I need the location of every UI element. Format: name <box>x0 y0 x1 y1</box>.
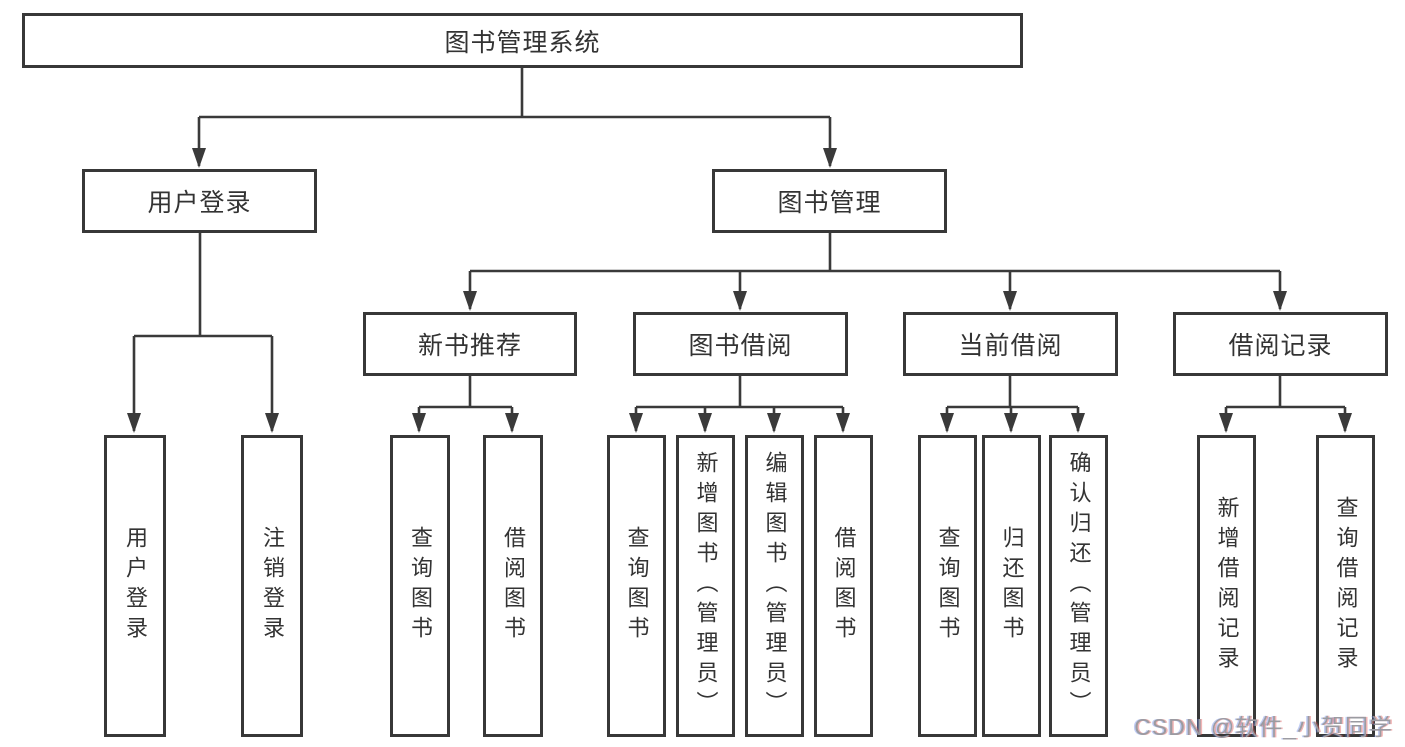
leaf-user-login-label: 用户登录 <box>123 526 148 646</box>
node-book-management-label: 图书管理 <box>777 189 882 217</box>
leaf-borrow-book: 借阅图书 <box>814 435 873 737</box>
leaf-confirm-return-admin-label: 确认归还（管理员） <box>1066 451 1092 721</box>
leaf-return-book: 归还图书 <box>982 435 1041 737</box>
node-user-login: 用户登录 <box>82 169 317 233</box>
leaf-return-book-label: 归还图书 <box>999 526 1025 646</box>
leaf-query-book-recommend: 查询图书 <box>390 435 450 737</box>
leaf-borrow-book-recommend-label: 借阅图书 <box>501 526 526 646</box>
leaf-user-login: 用户登录 <box>104 435 166 737</box>
node-book-management: 图书管理 <box>712 169 947 233</box>
leaf-add-borrow-record: 新增借阅记录 <box>1197 435 1256 737</box>
node-borrow-records-label: 借阅记录 <box>1228 332 1333 360</box>
leaf-edit-book-admin: 编辑图书（管理员） <box>745 435 804 737</box>
leaf-add-book-admin: 新增图书（管理员） <box>676 435 735 737</box>
node-book-borrow-label: 图书借阅 <box>688 332 793 360</box>
leaf-confirm-return-admin: 确认归还（管理员） <box>1049 435 1108 737</box>
leaf-add-book-admin-label: 新增图书（管理员） <box>693 451 719 721</box>
leaf-query-book-current: 查询图书 <box>918 435 977 737</box>
node-borrow-records: 借阅记录 <box>1173 312 1388 376</box>
root-node: 图书管理系统 <box>22 13 1023 68</box>
leaf-add-borrow-record-label: 新增借阅记录 <box>1214 496 1240 676</box>
node-current-borrow: 当前借阅 <box>903 312 1118 376</box>
leaf-query-book-current-label: 查询图书 <box>935 526 961 646</box>
leaf-query-borrow-record-label: 查询借阅记录 <box>1333 496 1359 676</box>
node-user-login-label: 用户登录 <box>147 189 252 217</box>
watermark: CSDN @软件_小贺同学 <box>1134 714 1393 740</box>
node-current-borrow-label: 当前借阅 <box>958 332 1063 360</box>
leaf-query-book-borrow: 查询图书 <box>607 435 666 737</box>
node-new-book-recommend-label: 新书推荐 <box>417 332 522 360</box>
root-node-label: 图书管理系统 <box>444 28 601 57</box>
node-book-borrow: 图书借阅 <box>633 312 848 376</box>
leaf-logout-login-label: 注销登录 <box>260 526 285 646</box>
leaf-query-borrow-record: 查询借阅记录 <box>1316 435 1375 737</box>
leaf-logout-login: 注销登录 <box>241 435 303 737</box>
leaf-query-book-recommend-label: 查询图书 <box>408 526 433 646</box>
leaf-edit-book-admin-label: 编辑图书（管理员） <box>762 451 788 721</box>
node-new-book-recommend: 新书推荐 <box>363 312 577 376</box>
leaf-query-book-borrow-label: 查询图书 <box>624 526 650 646</box>
leaf-borrow-book-recommend: 借阅图书 <box>483 435 543 737</box>
leaf-borrow-book-label: 借阅图书 <box>831 526 857 646</box>
